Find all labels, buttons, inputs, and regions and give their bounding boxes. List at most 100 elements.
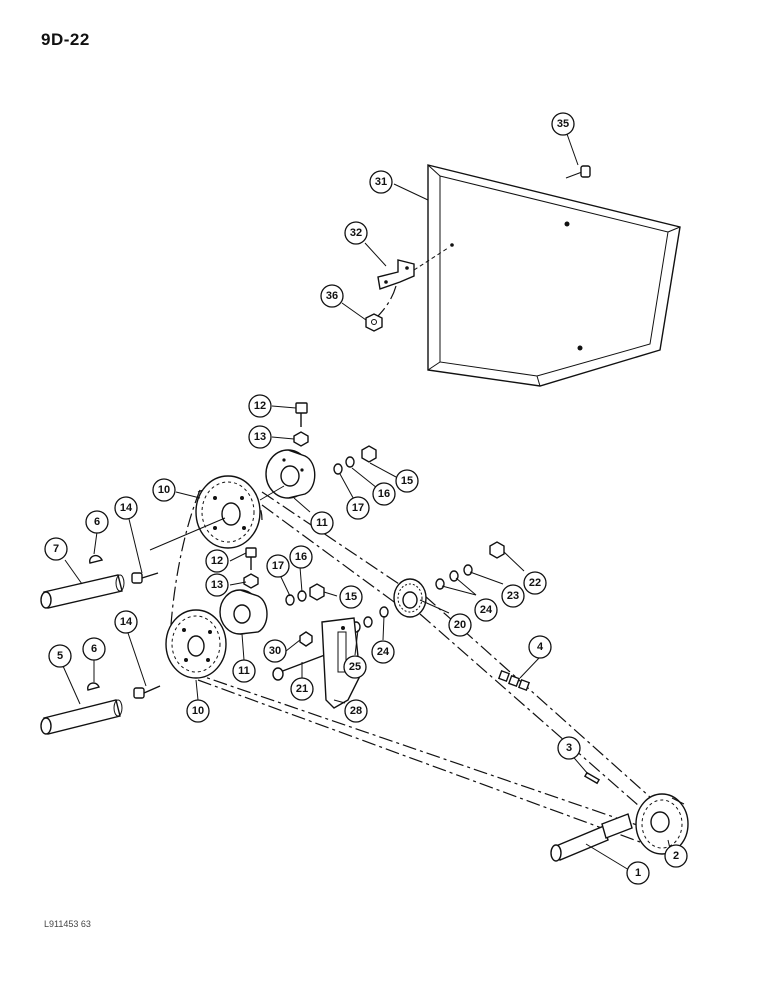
nut-36 (365, 313, 383, 332)
callout-13: 13 (205, 573, 229, 597)
nut-13-upper (293, 431, 309, 447)
leader-lines (62, 133, 672, 871)
callout-1: 1 (626, 861, 650, 885)
shaft-5 (40, 682, 123, 735)
callout-16: 16 (372, 482, 396, 506)
svg-text:24: 24 (377, 646, 390, 658)
svg-text:28: 28 (350, 705, 362, 717)
callout-6: 6 (85, 510, 109, 534)
idler-sprocket-20 (393, 578, 427, 618)
svg-text:15: 15 (345, 591, 357, 603)
washer-16-lower (297, 590, 307, 602)
svg-text:3: 3 (566, 742, 572, 754)
callout-14: 14 (114, 496, 138, 520)
washer-17-upper (333, 463, 343, 475)
shaft-1 (550, 813, 633, 862)
callout-12: 12 (205, 549, 229, 573)
svg-text:4: 4 (537, 641, 544, 653)
callout-23: 23 (501, 584, 525, 608)
callout-22: 22 (523, 571, 547, 595)
hub-11-lower (219, 589, 268, 635)
idler-bracket-28 (321, 617, 361, 709)
callout-11: 11 (310, 511, 334, 535)
bolt-14-upper (131, 572, 159, 584)
callout-28: 28 (344, 699, 368, 723)
svg-text:1: 1 (635, 867, 641, 879)
callout-17: 17 (346, 496, 370, 520)
washer-16-upper (345, 456, 355, 468)
washers-24-23-nut-22 (379, 541, 505, 618)
svg-text:16: 16 (295, 551, 307, 563)
svg-text:11: 11 (238, 665, 250, 677)
callout-4: 4 (528, 635, 552, 659)
svg-text:13: 13 (211, 579, 223, 591)
svg-text:10: 10 (158, 484, 170, 496)
svg-text:23: 23 (507, 590, 519, 602)
svg-text:30: 30 (269, 645, 281, 657)
callout-25: 25 (343, 655, 367, 679)
svg-text:22: 22 (529, 577, 541, 589)
bolt-14-lower (133, 685, 161, 699)
callout-14: 14 (114, 610, 138, 634)
sprocket-2 (635, 793, 689, 855)
svg-text:15: 15 (401, 475, 413, 487)
svg-text:7: 7 (53, 543, 59, 555)
callout-31: 31 (369, 170, 393, 194)
svg-text:14: 14 (120, 616, 133, 628)
callout-24: 24 (371, 640, 395, 664)
shaft-7 (40, 554, 125, 609)
svg-text:12: 12 (211, 555, 223, 567)
callout-12: 12 (248, 394, 272, 418)
callout-15: 15 (395, 469, 419, 493)
svg-text:6: 6 (91, 643, 97, 655)
svg-text:25: 25 (349, 661, 361, 673)
callout-13: 13 (248, 425, 272, 449)
svg-text:35: 35 (557, 118, 569, 130)
chain-connector-4 (497, 669, 531, 692)
svg-text:14: 14 (120, 502, 133, 514)
callout-35: 35 (551, 112, 575, 136)
svg-text:32: 32 (350, 227, 362, 239)
shield-cover (427, 164, 681, 387)
svg-text:36: 36 (326, 290, 338, 302)
hub-11-upper (259, 449, 316, 501)
callout-20: 20 (448, 613, 472, 637)
washer-17-lower (285, 594, 295, 606)
callout-30: 30 (263, 639, 287, 663)
callout-15: 15 (339, 585, 363, 609)
figure-reference-code: L911453 63 (44, 919, 91, 929)
bolt-12-upper (295, 402, 308, 427)
callout-10: 10 (186, 699, 210, 723)
page-title: 9D-22 (41, 30, 90, 49)
callout-11: 11 (232, 659, 256, 683)
callouts: 35 31 32 36 12 13 15 16 17 10 11 14 6 7 … (44, 112, 688, 885)
nut-13-lower (243, 573, 259, 589)
svg-text:12: 12 (254, 400, 266, 412)
callout-36: 36 (320, 284, 344, 308)
svg-text:24: 24 (480, 604, 493, 616)
svg-text:5: 5 (57, 650, 63, 662)
callout-3: 3 (557, 736, 581, 760)
callout-7: 7 (44, 537, 68, 561)
svg-text:31: 31 (375, 176, 387, 188)
callout-21: 21 (290, 677, 314, 701)
callout-10: 10 (152, 478, 176, 502)
svg-text:13: 13 (254, 431, 266, 443)
nut-15-lower (309, 583, 325, 601)
svg-text:6: 6 (94, 516, 100, 528)
svg-text:20: 20 (454, 619, 466, 631)
sprocket-10-lower (165, 609, 227, 679)
svg-text:17: 17 (352, 502, 364, 514)
callout-5: 5 (48, 644, 72, 668)
callout-16: 16 (289, 545, 313, 569)
bolt-35 (565, 165, 591, 179)
callout-2: 2 (664, 844, 688, 868)
nut-15-upper (361, 445, 377, 463)
callout-17: 17 (266, 554, 290, 578)
svg-text:16: 16 (378, 488, 390, 500)
svg-text:2: 2 (673, 850, 679, 862)
callout-24: 24 (474, 598, 498, 622)
bolt-12-lower (245, 547, 257, 570)
svg-text:17: 17 (272, 560, 284, 572)
